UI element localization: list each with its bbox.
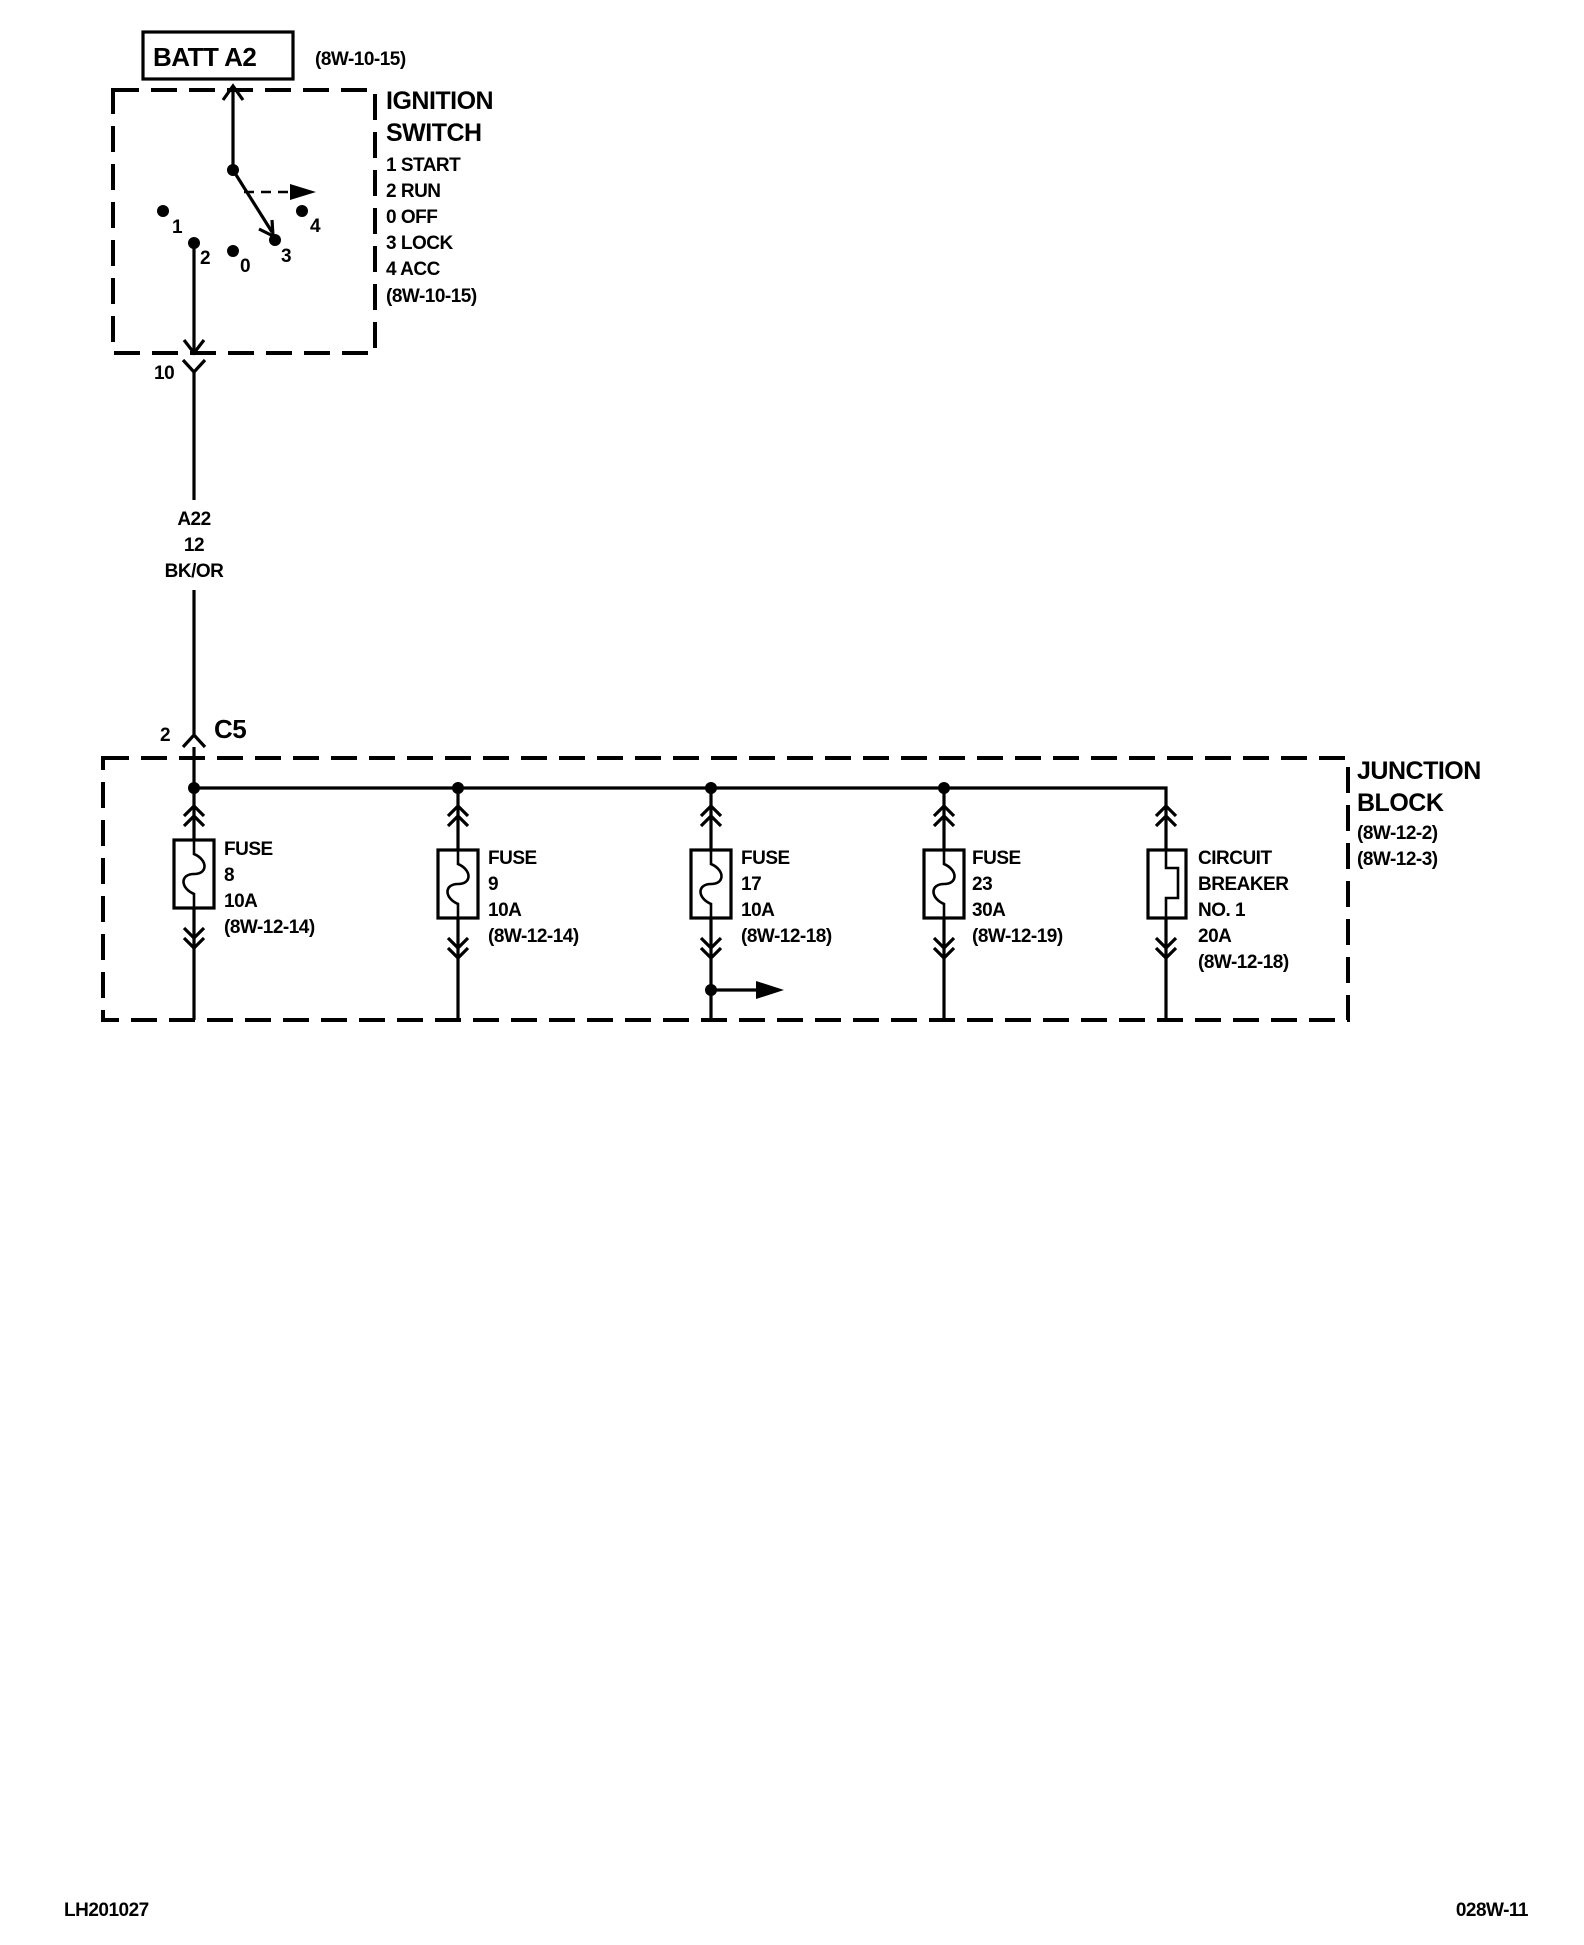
fuse-17-upper-connector-icon bbox=[699, 803, 723, 818]
fuse-23-rating: 30A bbox=[972, 900, 1006, 921]
fuse-9-element-icon bbox=[446, 850, 470, 918]
ignition-switch-boundary bbox=[111, 88, 377, 355]
wire-gauge: 12 bbox=[184, 535, 204, 556]
fuse-9-number: 9 bbox=[488, 874, 498, 895]
connector-c5: 2 C5 bbox=[160, 714, 247, 749]
connector-c5-icon bbox=[181, 732, 207, 749]
fuse-17: FUSE 17 10A (8W-12-18) bbox=[689, 788, 832, 1020]
wire-circuit: A22 bbox=[177, 509, 210, 530]
junction-ref-2: (8W-12-3) bbox=[1357, 849, 1438, 870]
ignition-title-2: SWITCH bbox=[386, 119, 482, 147]
fuse-9-upper-connector-icon bbox=[446, 803, 470, 818]
ignition-switch: 1 2 0 3 4 IGNITION SWITCH 1 START 2 RUN … bbox=[111, 83, 494, 356]
fuse-9-ref: (8W-12-14) bbox=[488, 926, 579, 947]
footer-left-code: LH201027 bbox=[64, 1900, 149, 1921]
position-label-3: 3 bbox=[281, 246, 291, 267]
fuse-9-rating: 10A bbox=[488, 900, 522, 921]
fuse-8-label: FUSE bbox=[224, 839, 273, 860]
fuse-8-ref: (8W-12-14) bbox=[224, 917, 315, 938]
breaker-lower-connector-icon bbox=[1154, 936, 1178, 951]
fuse-23-lower-connector-icon bbox=[932, 936, 956, 951]
fuse-23-upper-connector-icon bbox=[932, 803, 956, 818]
contact-4 bbox=[296, 205, 308, 217]
fuse-8-element-icon bbox=[182, 840, 206, 908]
batt-feed-arrow-icon bbox=[221, 83, 245, 101]
batt-a2-source: BATT A2 (8W-10-15) bbox=[141, 30, 406, 81]
position-label-2: 2 bbox=[200, 248, 210, 269]
breaker-label-2: BREAKER bbox=[1198, 874, 1289, 895]
fuse-23-element-icon bbox=[932, 850, 956, 918]
ignition-title-1: IGNITION bbox=[386, 87, 493, 115]
connector-pin-10: 10 bbox=[154, 358, 207, 384]
junction-ref-1: (8W-12-2) bbox=[1357, 823, 1438, 844]
fuse-17-branch-arrow-icon bbox=[756, 981, 784, 999]
contact-3 bbox=[269, 234, 281, 246]
wire-a22: A22 12 BK/OR bbox=[165, 372, 225, 735]
breaker-ref: (8W-12-18) bbox=[1198, 952, 1289, 973]
junction-title-2: BLOCK bbox=[1357, 789, 1444, 817]
contact-0 bbox=[227, 245, 239, 257]
fuse-9-label: FUSE bbox=[488, 848, 537, 869]
pin-10-label: 10 bbox=[154, 363, 174, 384]
rotation-arrow-icon bbox=[290, 184, 316, 200]
output-arrow-icon bbox=[182, 339, 206, 356]
fuse-17-rating: 10A bbox=[741, 900, 775, 921]
ignition-legend-acc: 4 ACC bbox=[386, 259, 441, 280]
junction-block: JUNCTION BLOCK (8W-12-2) (8W-12-3) FUSE … bbox=[101, 747, 1481, 1022]
breaker-rating: 20A bbox=[1198, 926, 1232, 947]
batt-ref: (8W-10-15) bbox=[315, 49, 406, 70]
position-label-4: 4 bbox=[310, 216, 321, 237]
junction-block-boundary bbox=[101, 756, 1350, 1022]
breaker-label-1: CIRCUIT bbox=[1198, 848, 1272, 869]
batt-label: BATT A2 bbox=[153, 42, 256, 72]
main-bus bbox=[194, 786, 1168, 805]
junction-title-1: JUNCTION bbox=[1357, 757, 1481, 785]
fuse-8-rating: 10A bbox=[224, 891, 258, 912]
fuse-8-upper-connector-icon bbox=[182, 803, 206, 818]
fuse-23-number: 23 bbox=[972, 874, 992, 895]
fuse-9-lower-connector-icon bbox=[446, 936, 470, 951]
breaker-upper-connector-icon bbox=[1154, 803, 1178, 818]
fuse-17-ref: (8W-12-18) bbox=[741, 926, 832, 947]
fuse-17-number: 17 bbox=[741, 874, 761, 895]
footer-right-code: 028W-11 bbox=[1456, 1900, 1529, 1921]
switch-wiper bbox=[231, 169, 274, 233]
ignition-legend-start: 1 START bbox=[386, 155, 461, 176]
fuse-17-label: FUSE bbox=[741, 848, 790, 869]
fuse-17-lower-connector-icon bbox=[699, 936, 723, 951]
ignition-legend-run: 2 RUN bbox=[386, 181, 441, 202]
ignition-ref: (8W-10-15) bbox=[386, 286, 477, 307]
c5-pin-label: 2 bbox=[160, 725, 170, 746]
wire-color: BK/OR bbox=[165, 561, 225, 582]
connector-10-icon bbox=[181, 358, 207, 375]
breaker-element-icon bbox=[1164, 850, 1180, 918]
fuse-23: FUSE 23 30A (8W-12-19) bbox=[922, 788, 1063, 1020]
fuse-23-label: FUSE bbox=[972, 848, 1021, 869]
c5-name-label: C5 bbox=[214, 714, 246, 744]
fuse-17-element-icon bbox=[699, 850, 723, 918]
position-label-1: 1 bbox=[172, 217, 183, 238]
batt-box bbox=[141, 30, 295, 81]
fuse-8-number: 8 bbox=[224, 865, 234, 886]
fuse-8-lower-connector-icon bbox=[182, 926, 206, 941]
fuse-23-ref: (8W-12-19) bbox=[972, 926, 1063, 947]
contact-1 bbox=[157, 205, 169, 217]
breaker-number: NO. 1 bbox=[1198, 900, 1246, 921]
position-label-0: 0 bbox=[240, 256, 250, 277]
circuit-breaker-1: CIRCUIT BREAKER NO. 1 20A (8W-12-18) bbox=[1146, 803, 1290, 1020]
fuse-8: FUSE 8 10A (8W-12-14) bbox=[172, 788, 315, 1020]
ignition-legend-lock: 3 LOCK bbox=[386, 233, 453, 254]
ignition-legend-off: 0 OFF bbox=[386, 207, 437, 228]
fuse-9: FUSE 9 10A (8W-12-14) bbox=[436, 788, 579, 1020]
